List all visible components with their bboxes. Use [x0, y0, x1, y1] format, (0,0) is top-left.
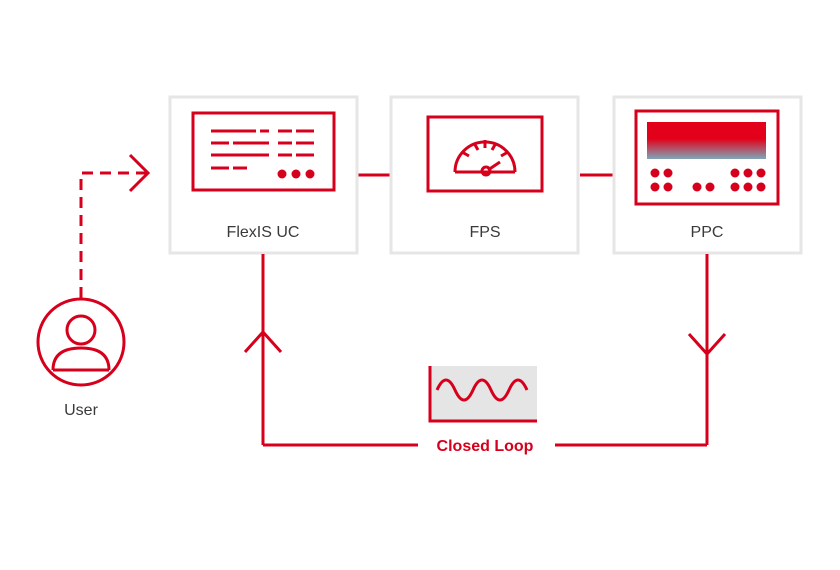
user-icon: [36, 297, 126, 387]
fps-node: FPS: [389, 95, 580, 255]
ppc-label: PPC: [691, 224, 724, 241]
ppc-screen: [647, 122, 766, 159]
instrument-panel-icon: [634, 109, 780, 206]
flexis-label: FlexIS UC: [227, 224, 300, 241]
loop-down-arrow: [687, 332, 727, 357]
loop-up-arrow: [243, 329, 283, 354]
flexis-node: FlexIS UC: [168, 95, 359, 255]
user-arrow-head: [128, 153, 151, 193]
console-icon: [191, 111, 336, 192]
ppc-node: PPC: [612, 95, 803, 255]
user-label: User: [64, 402, 98, 419]
user-connector: [79, 153, 151, 298]
fps-label: FPS: [469, 224, 500, 241]
closed-loop-path: [243, 254, 727, 447]
flexis-box: [168, 95, 359, 255]
user-node: User: [36, 297, 126, 419]
closed-loop-label: Closed Loop: [437, 438, 534, 455]
gauge-icon: [426, 115, 544, 193]
user-dashed-line: [79, 171, 146, 298]
sine-wave-icon: [428, 366, 537, 423]
